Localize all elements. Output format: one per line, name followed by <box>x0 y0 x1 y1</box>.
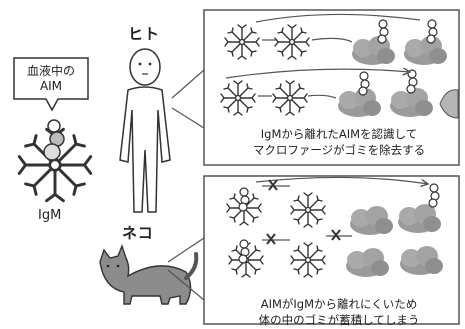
blocked-mark <box>266 179 341 245</box>
bubble-line-2: AIM <box>39 79 63 93</box>
cat-caption-line-1: AIMがIgMから離れにくいため <box>260 297 418 311</box>
cat-figure <box>99 243 199 305</box>
human-figure <box>119 48 171 213</box>
human-panel-flow <box>220 13 459 119</box>
human-caption: IgMから離れたAIMを認識して マクロファージがゴミを除去する <box>222 126 456 158</box>
human-caption-line-2: マクロファージがゴミを除去する <box>252 143 426 157</box>
macrophage <box>439 89 459 119</box>
human-panel <box>203 9 460 166</box>
speech-bubble <box>13 57 89 112</box>
cat-label: ネコ <box>122 224 154 242</box>
cat-caption-line-2: 体の中のゴミが蓄積してしまう <box>258 313 420 327</box>
human-caption-line-1: IgMから離れたAIMを認識して <box>260 127 418 141</box>
bubble-line-1: 血液中の <box>26 64 75 78</box>
igm-label: IgM <box>38 208 62 223</box>
human-label: ヒト <box>128 25 161 43</box>
cat-caption: AIMがIgMから離れにくいため 体の中のゴミが蓄積してしまう <box>222 296 456 328</box>
cat-panel-flow <box>226 177 443 278</box>
bubble-text: 血液中の AIM <box>20 64 82 94</box>
igm-with-aim-figure <box>17 119 93 203</box>
